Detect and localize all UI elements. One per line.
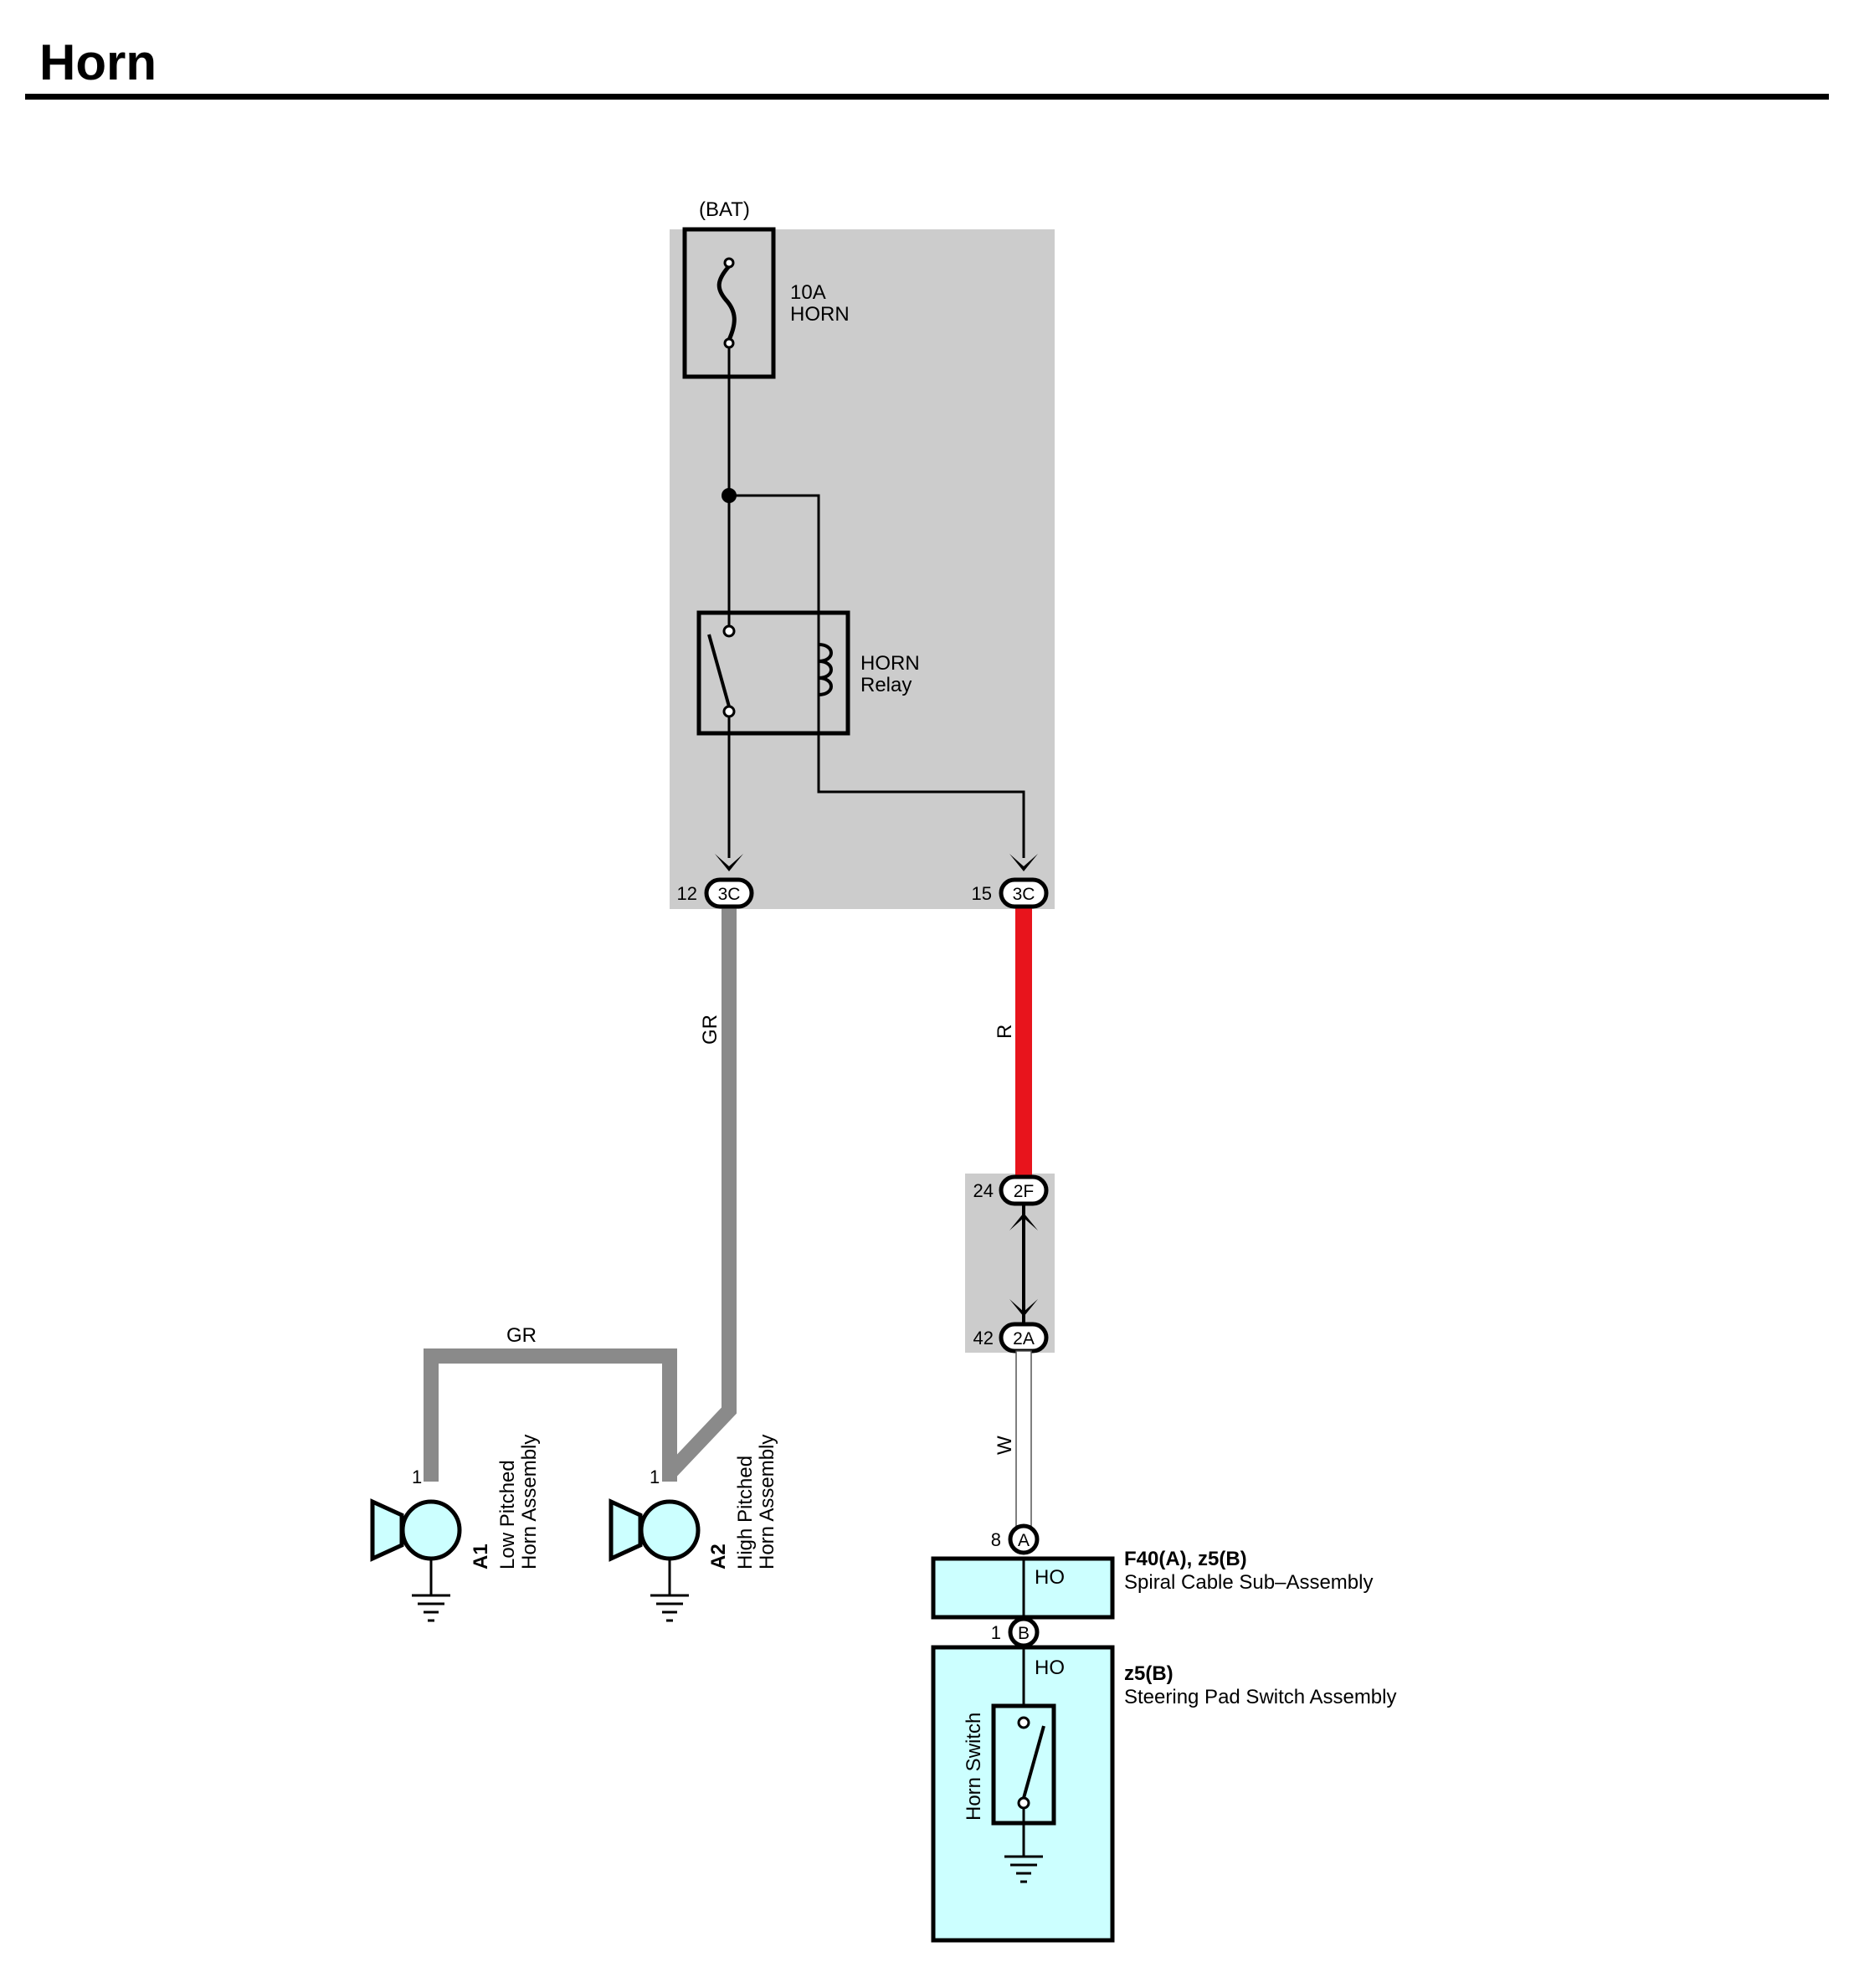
horn-a2-ground-icon (650, 1559, 689, 1622)
relay-coil-icon (818, 643, 833, 696)
connector-2f (999, 1174, 1049, 1206)
title-underline (25, 94, 1829, 100)
wire-to-coil (729, 494, 820, 732)
wire-label-gr-horizontal: GR (506, 1324, 537, 1347)
connector-3c-12-pin: 12 (677, 883, 697, 904)
spiral-cable-name: Spiral Cable Sub–Assembly (1124, 1571, 1373, 1594)
page-title: Horn (39, 34, 157, 90)
horn-a1-body (400, 1499, 462, 1561)
wire-w (1015, 1350, 1032, 1538)
horn-a2-bell (609, 1498, 643, 1562)
horn-a1-name-line1: Low Pitched (496, 1460, 519, 1569)
spiral-cable-ref: F40(A), z5(B) (1124, 1548, 1247, 1570)
connector-3c-12 (704, 877, 754, 909)
horn-switch-contact-bottom (1017, 1796, 1030, 1810)
fuse-icon (716, 265, 737, 342)
connector-a-8-code: A (1018, 1531, 1030, 1550)
connector-a-8-pin: 8 (991, 1529, 1001, 1550)
horn-a2-pin: 1 (650, 1467, 660, 1487)
relay-contact-arm (707, 634, 731, 707)
connector-2a-code: 2A (1013, 1329, 1035, 1348)
horn-switch-contact-arm (1022, 1725, 1045, 1799)
connector-2f-code: 2F (1014, 1182, 1035, 1201)
horn-switch-label: Horn Switch (963, 1713, 985, 1821)
horn-a1-name-line2: Horn Assembly (518, 1435, 541, 1569)
horn-a1-bell (370, 1498, 404, 1562)
horn-a2-name-line2: Horn Assembly (756, 1435, 778, 1569)
steering-pad-ref: z5(B) (1124, 1662, 1174, 1685)
wire-coil-to-15 (817, 732, 1025, 858)
horn-a2-id: A2 (707, 1544, 730, 1569)
relay-contact-top (722, 624, 736, 638)
horn-a1-ground-icon (412, 1559, 450, 1622)
wire-label-r: R (994, 1025, 1016, 1039)
horn-switch-contact-top (1017, 1716, 1030, 1729)
connector-3c-15 (999, 877, 1049, 909)
horn-a1-id: A1 (470, 1544, 492, 1569)
horn-a2-body (639, 1499, 701, 1561)
horn-a1-pin: 1 (412, 1467, 422, 1487)
wire-gr-branch (424, 1348, 677, 1482)
connector-2f-pin: 24 (973, 1180, 994, 1201)
fuse-terminal-top (723, 257, 735, 269)
junction-block-box (670, 229, 1055, 909)
steering-pad-name: Steering Pad Switch Assembly (1124, 1686, 1397, 1708)
spiral-cable-terminal: HO (1035, 1566, 1065, 1589)
relay-label-line2: Relay (860, 674, 912, 696)
connector-b-1-code: B (1018, 1624, 1030, 1643)
wire-label-gr-vertical: GR (699, 1015, 722, 1045)
connector-2a-pin: 42 (973, 1328, 994, 1348)
relay-contact-bottom (722, 705, 736, 718)
fuse-amperage: 10A (790, 281, 826, 304)
connector-3c-15-pin: 15 (972, 883, 992, 904)
battery-label: (BAT) (699, 198, 750, 221)
connector-3c-12-code: 3C (718, 885, 741, 904)
connector-3c-15-code: 3C (1013, 885, 1035, 904)
fuse-terminal-bottom (723, 337, 735, 349)
wire-label-w: W (994, 1436, 1016, 1455)
horn-a2-name-line1: High Pitched (734, 1456, 757, 1569)
relay-label-line1: HORN (860, 652, 920, 675)
fuse-name: HORN (790, 303, 850, 326)
horn-relay-box (696, 610, 850, 736)
steering-pad-ground-icon (1004, 1808, 1043, 1883)
connector-a-8 (1008, 1523, 1040, 1555)
connector-b-1-pin: 1 (991, 1622, 1001, 1643)
steering-pad-terminal: HO (1035, 1657, 1065, 1679)
wire-gr-main (664, 904, 737, 1479)
